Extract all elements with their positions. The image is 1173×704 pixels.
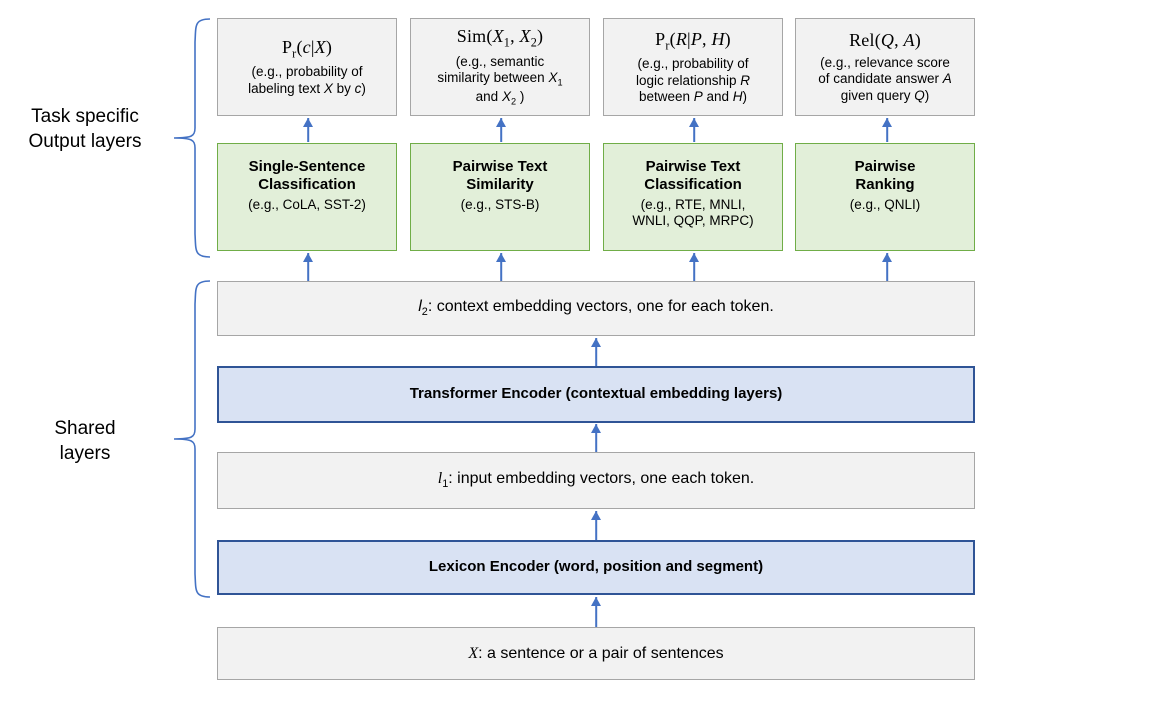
- brace-task-specific: [172, 16, 212, 260]
- arrow-input-embedding-to-transformer: [590, 424, 602, 452]
- shared-bar-transformer-encoder: Transformer Encoder (contextual embeddin…: [217, 366, 975, 423]
- shared-bar-label: l1: input embedding vectors, one each to…: [437, 470, 755, 491]
- arrow-context-to-task: [881, 253, 893, 281]
- arrow-context-to-task: [688, 253, 700, 281]
- arrow-context-to-task: [495, 253, 507, 281]
- shared-bar-label: l2: context embedding vectors, one for e…: [418, 298, 774, 319]
- arrow-task-to-output: [495, 118, 507, 142]
- arrow-task-to-output: [688, 118, 700, 142]
- task-datasets: (e.g., CoLA, SST-2): [248, 196, 366, 212]
- arrow-task-to-output: [881, 118, 893, 142]
- side-label-shared-layers: Shared layers: [54, 418, 116, 464]
- output-formula: Pr(c|X): [281, 36, 333, 61]
- side-label-task-specific: Task specific Output layers: [28, 106, 142, 152]
- arrow-input-to-lexicon: [590, 597, 602, 627]
- task-datasets: (e.g., STS-B): [460, 196, 540, 212]
- shared-bar-input-sentence: X: a sentence or a pair of sentences: [217, 627, 975, 680]
- output-formula: Rel(Q, A): [849, 29, 921, 50]
- shared-bar-lexicon-encoder: Lexicon Encoder (word, position and segm…: [217, 540, 975, 595]
- arrow-transformer-to-context: [590, 338, 602, 366]
- output-formula: Pr(R|P, H): [655, 28, 731, 53]
- shared-bar-label: Lexicon Encoder (word, position and segm…: [428, 558, 764, 576]
- task-datasets: (e.g., RTE, MNLI,WNLI, QQP, MRPC): [632, 196, 754, 229]
- arrow-context-to-task: [302, 253, 314, 281]
- shared-bar-label: X: a sentence or a pair of sentences: [468, 644, 724, 662]
- arrow-task-to-output: [302, 118, 314, 142]
- task-datasets: (e.g., QNLI): [849, 196, 921, 212]
- brace-shared-layers: [172, 278, 212, 600]
- shared-bar-input-embedding: l1: input embedding vectors, one each to…: [217, 452, 975, 509]
- shared-bar-label: Transformer Encoder (contextual embeddin…: [409, 385, 783, 403]
- output-formula: Sim(X1, X2): [456, 26, 544, 50]
- shared-bar-context-embedding: l2: context embedding vectors, one for e…: [217, 281, 975, 336]
- arrow-lexicon-to-input-embedding: [590, 511, 602, 540]
